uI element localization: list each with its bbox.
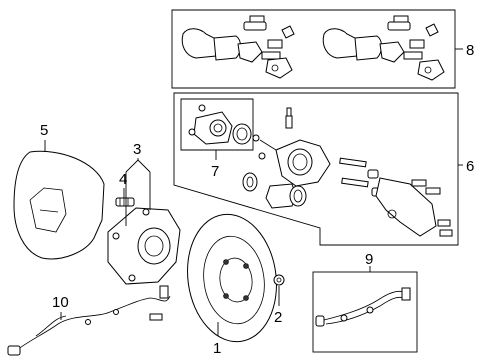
abs-sensor-wire [7,285,171,356]
dust-shield [13,150,105,260]
callout-7: 7 [211,163,219,180]
callout-2: 2 [274,309,282,326]
pad-kit-box [171,9,456,89]
brake-rotor [187,213,277,343]
brake-pad-set-right [322,15,445,81]
brake-pad-set-left [181,15,295,79]
wheel-stud [115,197,135,207]
slide-pins [339,157,383,197]
callout-3: 3 [133,141,141,158]
hub-bearing [107,207,181,285]
callout-8: 8 [466,42,474,59]
caliper-assembly-box [173,92,459,246]
caliper-body-small [188,104,252,145]
leader-lines [44,48,463,336]
callout-4: 4 [119,171,127,188]
caliper-main [252,107,331,187]
callout-10: 10 [52,294,69,311]
caliper-bracket [375,177,453,237]
piston-and-seals [242,172,307,209]
brake-hose-box [312,271,418,353]
callout-1: 1 [213,340,221,357]
rotor-screw [273,274,285,286]
callout-5: 5 [40,122,48,139]
callout-6: 6 [466,158,474,175]
callout-9: 9 [365,251,373,268]
